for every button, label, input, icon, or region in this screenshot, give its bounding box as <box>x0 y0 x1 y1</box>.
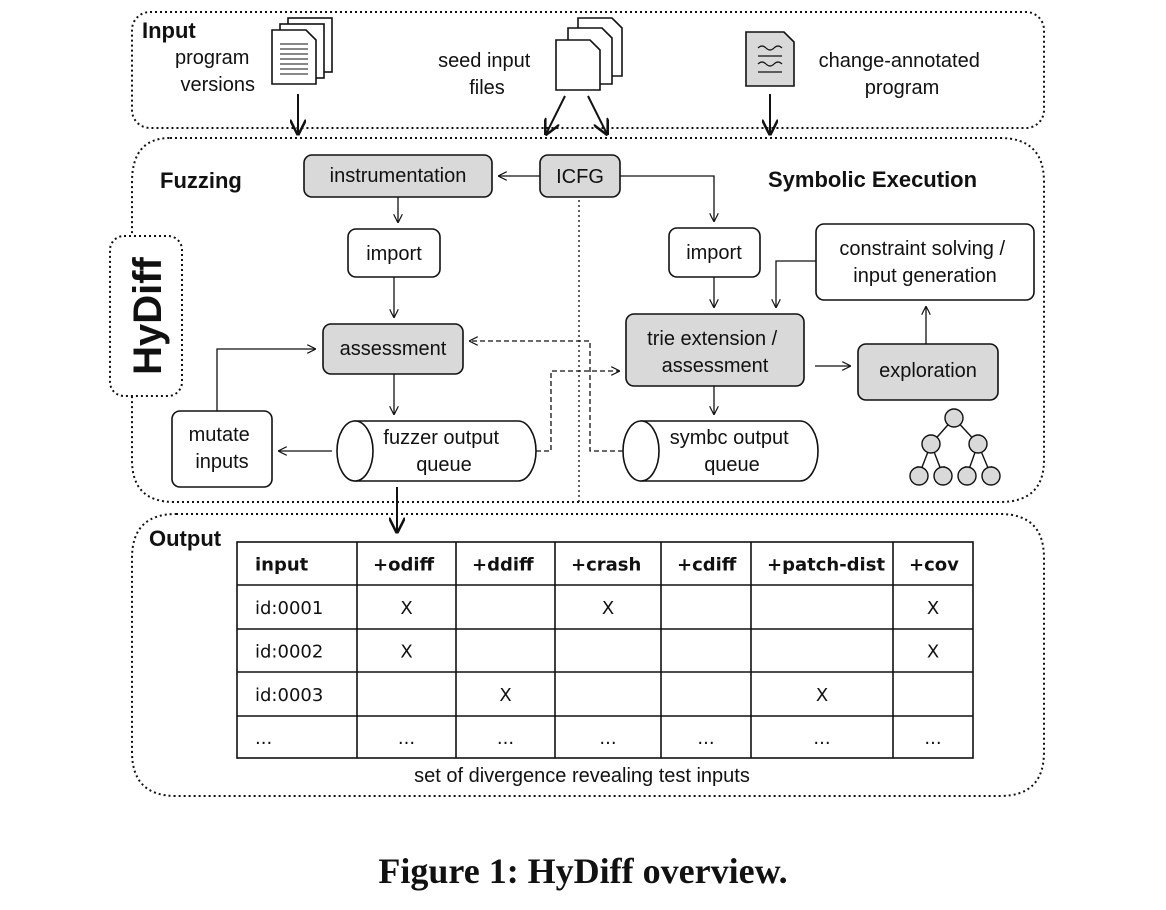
table-header-cell: +crash <box>571 555 641 576</box>
icfg-label: ICFG <box>556 166 604 188</box>
change-annotated-program-icon <box>745 31 795 87</box>
mutate-inputs-box <box>171 410 273 488</box>
seed-input-files-label: seed input files <box>438 50 536 99</box>
table-cell: X <box>400 598 412 619</box>
table-header-cell: input <box>255 555 309 576</box>
table-cell: id:0002 <box>255 642 323 663</box>
symbc-output-queue-cylinder <box>622 420 819 482</box>
seed-input-files-icon <box>555 17 623 91</box>
fuzzer-output-queue-label: fuzzer output queue <box>383 427 504 476</box>
table-header-cell: +patch-dist <box>767 555 885 576</box>
hydiff-label-box <box>109 235 183 397</box>
hydiff-label: HyDiff <box>126 256 170 374</box>
table-cell: id:0001 <box>255 598 323 619</box>
hydiff-overview-diagram: Input program versions seed input files … <box>109 11 1045 797</box>
output-table-footer: set of divergence revealing test inputs <box>414 765 750 787</box>
table-cell: X <box>400 642 412 663</box>
instrumentation-label: instrumentation <box>330 165 467 187</box>
queue-exchange-arrows <box>470 341 623 452</box>
output-section-border <box>131 513 1045 797</box>
trie-extension-box <box>625 313 805 387</box>
table-cell: ... <box>497 728 514 749</box>
assessment-box <box>322 323 464 375</box>
table-header-cell: +odiff <box>373 555 435 576</box>
table-cell: X <box>927 642 939 663</box>
hydiff-main-border <box>131 137 1045 503</box>
table-cell: ... <box>924 728 941 749</box>
table-cell: ... <box>697 728 714 749</box>
table-cell: ... <box>599 728 616 749</box>
output-section-title: Output <box>149 526 222 551</box>
fuzzing-title: Fuzzing <box>160 168 242 193</box>
table-header-cell: +cov <box>909 555 959 576</box>
flow-arrows <box>216 176 926 451</box>
table-frame <box>236 541 974 759</box>
input-section-border <box>131 11 1045 129</box>
table-header-cell: +cdiff <box>677 555 737 576</box>
table-cell: ... <box>813 728 830 749</box>
table-header-cell: +ddiff <box>472 555 534 576</box>
table-cell: X <box>927 598 939 619</box>
figure-caption: Figure 1: HyDiff overview. <box>378 851 788 891</box>
assessment-label: assessment <box>340 338 447 360</box>
exploration-label: exploration <box>879 360 977 382</box>
divergence-results-table: input +odiff +ddiff +crash +cdiff +patch-dist… <box>236 541 974 759</box>
symbc-output-queue-label: symbc output queue <box>670 427 795 476</box>
symbolic-import-label: import <box>686 242 742 264</box>
table-cell: ... <box>255 728 272 749</box>
exploration-tree-icon <box>909 408 1001 486</box>
input-section-title: Input <box>142 18 196 43</box>
trie-extension-label: trie extension / assessment <box>647 328 783 377</box>
symbolic-execution-title: Symbolic Execution <box>768 167 977 192</box>
constraint-solving-box <box>815 223 1035 301</box>
program-versions-document-icon <box>271 17 333 85</box>
constraint-solving-label: constraint solving / input generation <box>839 238 1010 287</box>
table-cell: X <box>499 685 511 706</box>
mutate-inputs-label: mutate inputs <box>189 424 256 473</box>
input-arrows <box>298 94 770 134</box>
change-annotated-program-label: change-annotated program <box>819 50 986 99</box>
table-cell: ... <box>398 728 415 749</box>
table-cell: id:0003 <box>255 685 323 706</box>
table-cell: X <box>816 685 828 706</box>
fuzzing-import-label: import <box>366 243 422 265</box>
program-versions-label: program versions <box>175 47 255 96</box>
fuzzer-output-queue-cylinder <box>336 420 537 482</box>
table-cell: X <box>602 598 614 619</box>
exploration-box <box>857 343 999 401</box>
